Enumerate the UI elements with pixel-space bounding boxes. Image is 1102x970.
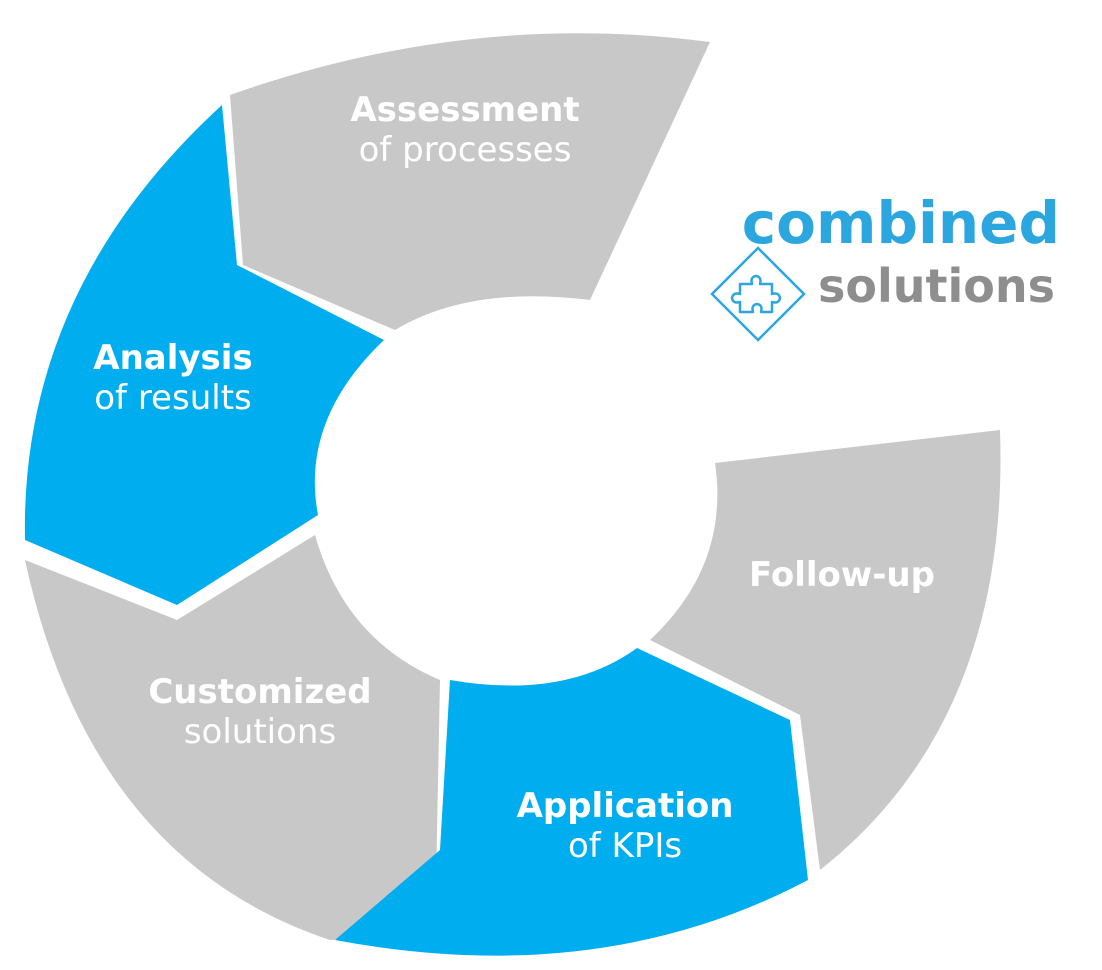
segment-assessment: [230, 33, 710, 330]
label-assessment: Assessment of processes: [300, 90, 630, 170]
label-assessment-regular: of processes: [358, 130, 572, 171]
company-logo: combined solutions: [704, 188, 1084, 348]
label-customized-regular: solutions: [183, 712, 337, 753]
segment-followup: [650, 430, 1001, 870]
logo-word-solutions: solutions: [818, 259, 1055, 313]
label-application-bold: Application: [516, 786, 734, 826]
label-followup: Follow-up: [712, 555, 972, 595]
label-assessment-bold: Assessment: [350, 90, 580, 130]
segment-customized: [25, 535, 440, 940]
label-application: Application of KPIs: [485, 786, 765, 866]
label-customized: Customized solutions: [110, 672, 410, 752]
segment-analysis: [24, 105, 385, 605]
label-application-regular: of KPIs: [567, 826, 683, 867]
puzzle-piece-diamond-icon: [710, 246, 806, 342]
label-followup-bold: Follow-up: [749, 555, 935, 595]
logo-word-combined: combined: [741, 189, 1060, 257]
label-analysis-regular: of results: [94, 378, 252, 419]
label-analysis-bold: Analysis: [93, 338, 253, 378]
segment-application: [335, 648, 808, 956]
label-customized-bold: Customized: [148, 672, 372, 712]
label-analysis: Analysis of results: [48, 338, 298, 418]
